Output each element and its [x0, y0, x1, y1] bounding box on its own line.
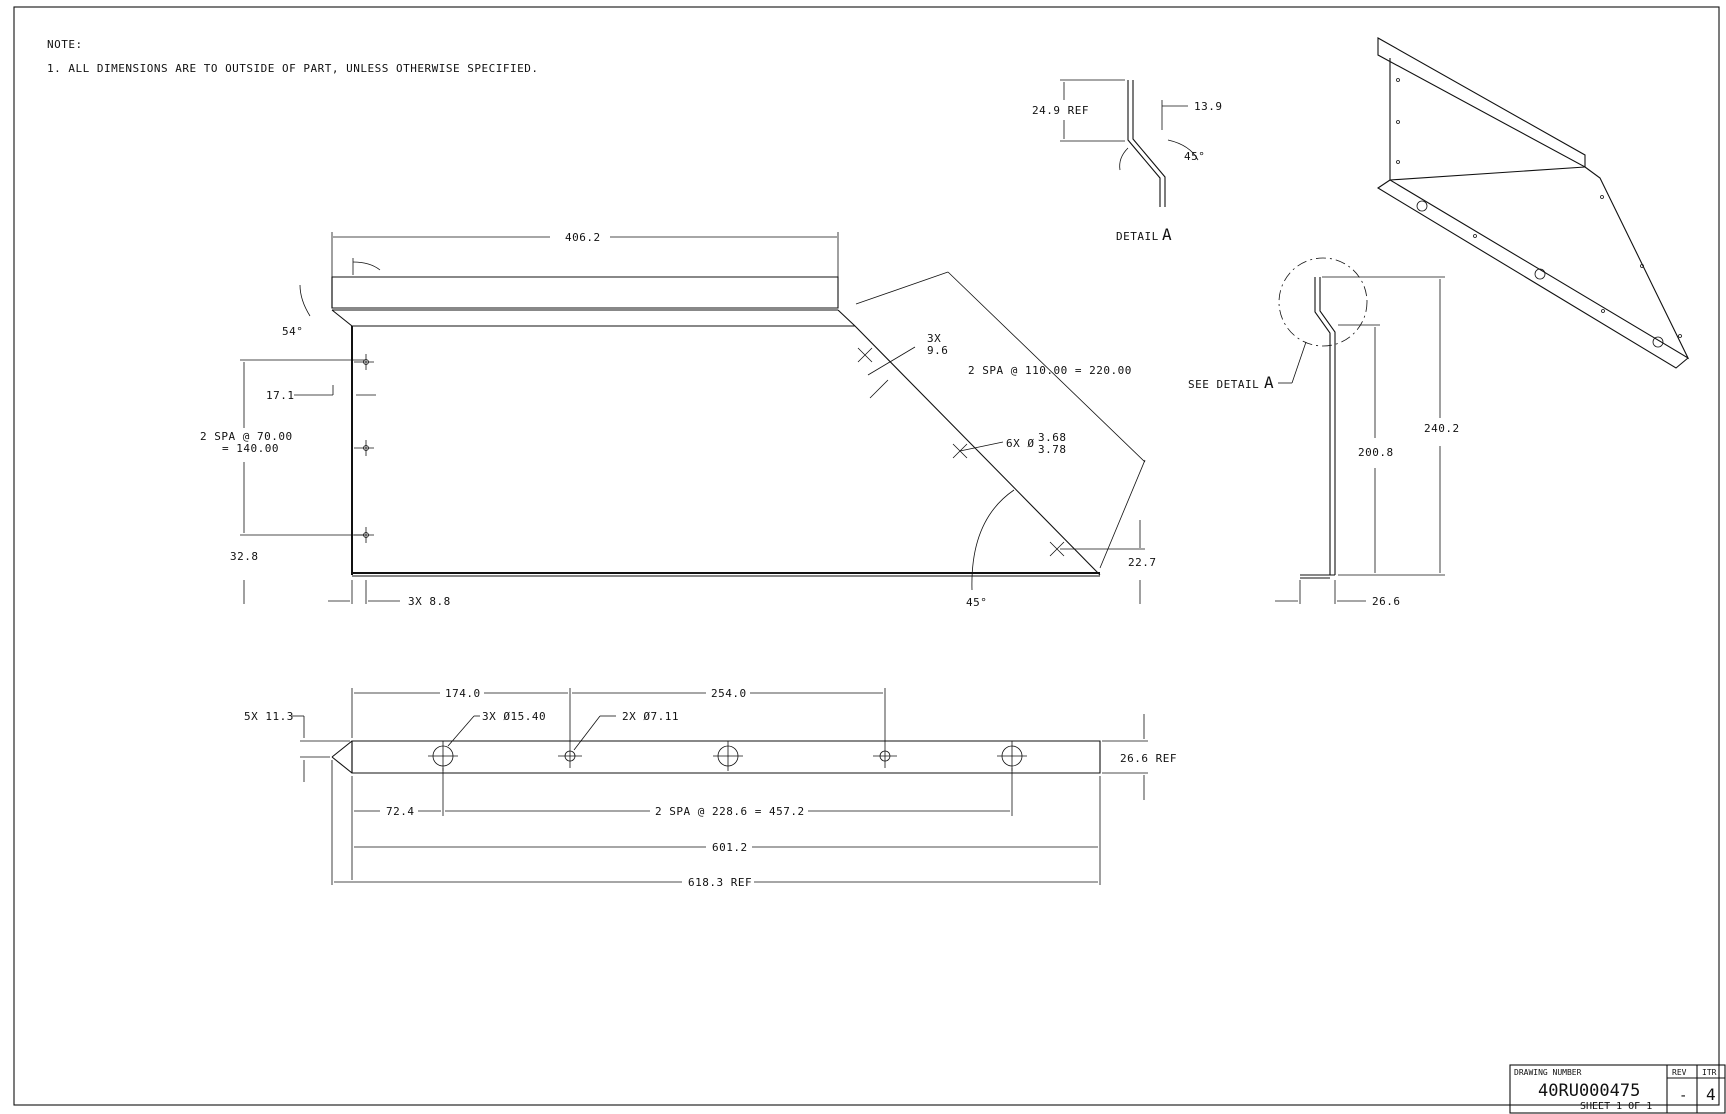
bottom-dim-flange: 5X 11.3 — [244, 710, 294, 723]
dim-left-offset: 17.1 — [266, 389, 295, 402]
detail-angle: 45° — [1184, 150, 1205, 163]
dim-angle-54: 54° — [282, 325, 303, 338]
sheet-border — [13, 6, 1720, 1106]
dim-top-length: 406.2 — [565, 231, 601, 244]
side-dim-inner: 200.8 — [1358, 446, 1394, 459]
dim-slot-line1: 3X — [927, 332, 941, 345]
bottom-dim-spacing: 2 SPA @ 228.6 = 457.2 — [655, 805, 805, 818]
see-detail-label: SEE DETAIL — [1188, 378, 1259, 391]
dim-holes-lower: 3.78 — [1038, 443, 1067, 456]
note-heading: NOTE: — [47, 38, 83, 51]
dim-bottom-holes: 3X 8.8 — [408, 595, 451, 608]
detail-letter: A — [1162, 225, 1172, 244]
dim-diagonal-spacing: 2 SPA @ 110.00 = 220.00 — [968, 364, 1132, 377]
dim-slot-line2: 9.6 — [927, 344, 948, 357]
bottom-dim-b: 254.0 — [711, 687, 747, 700]
title-drawing-number-label: DRAWING NUMBER — [1514, 1068, 1582, 1077]
dim-bottom-left: 32.8 — [230, 550, 259, 563]
dim-right-bottom: 22.7 — [1128, 556, 1157, 569]
title-rev-label: REV — [1672, 1068, 1687, 1077]
bottom-dim-overall: 601.2 — [712, 841, 748, 854]
title-sheet: SHEET 1 OF 1 — [1580, 1101, 1652, 1112]
dim-left-spacing-line2: = 140.00 — [222, 442, 279, 455]
side-dim-outer: 240.2 — [1424, 422, 1460, 435]
title-drawing-number: 40RU000475 — [1538, 1081, 1640, 1101]
detail-label: DETAIL — [1116, 230, 1159, 243]
bottom-dim-large-holes: 3X Ø15.40 — [482, 710, 546, 723]
detail-dim-top: 13.9 — [1194, 100, 1223, 113]
bottom-dim-height: 26.6 REF — [1120, 752, 1177, 765]
note-line-1: 1. ALL DIMENSIONS ARE TO OUTSIDE OF PART… — [47, 62, 538, 75]
front-view: 406.2 54° 17.1 2 SPA @ 70.00 = 140.00 32… — [200, 231, 1157, 609]
title-block: DRAWING NUMBER 40RU000475 SHEET 1 OF 1 R… — [1509, 1064, 1726, 1114]
bottom-dim-overall-ref: 618.3 REF — [688, 876, 752, 889]
side-dim-bottom: 26.6 — [1372, 595, 1401, 608]
bottom-view: 5X 11.3 174.0 254.0 3X Ø15.40 2X Ø7.11 2… — [244, 687, 1177, 889]
title-itr: 4 — [1706, 1085, 1716, 1104]
see-detail-letter: A — [1264, 373, 1274, 392]
dim-holes-upper: 3.68 — [1038, 431, 1067, 444]
dim-left-spacing-line1: 2 SPA @ 70.00 — [200, 430, 293, 443]
bottom-dim-a: 174.0 — [445, 687, 481, 700]
detail-a: 24.9 REF 13.9 45° DETAIL A — [1032, 79, 1223, 244]
bottom-dim-first: 72.4 — [386, 805, 415, 818]
title-rev: - — [1679, 1088, 1687, 1104]
bottom-dim-small-holes: 2X Ø7.11 — [622, 710, 679, 723]
dim-angle-45: 45° — [966, 596, 987, 609]
title-itr-label: ITR — [1702, 1068, 1717, 1077]
side-view: SEE DETAIL A 200.8 240.2 26.6 — [1188, 257, 1460, 608]
detail-dim-ref: 24.9 REF — [1032, 104, 1089, 117]
isometric-view — [1376, 37, 1690, 369]
dim-holes-prefix: 6X Ø — [1006, 437, 1035, 450]
